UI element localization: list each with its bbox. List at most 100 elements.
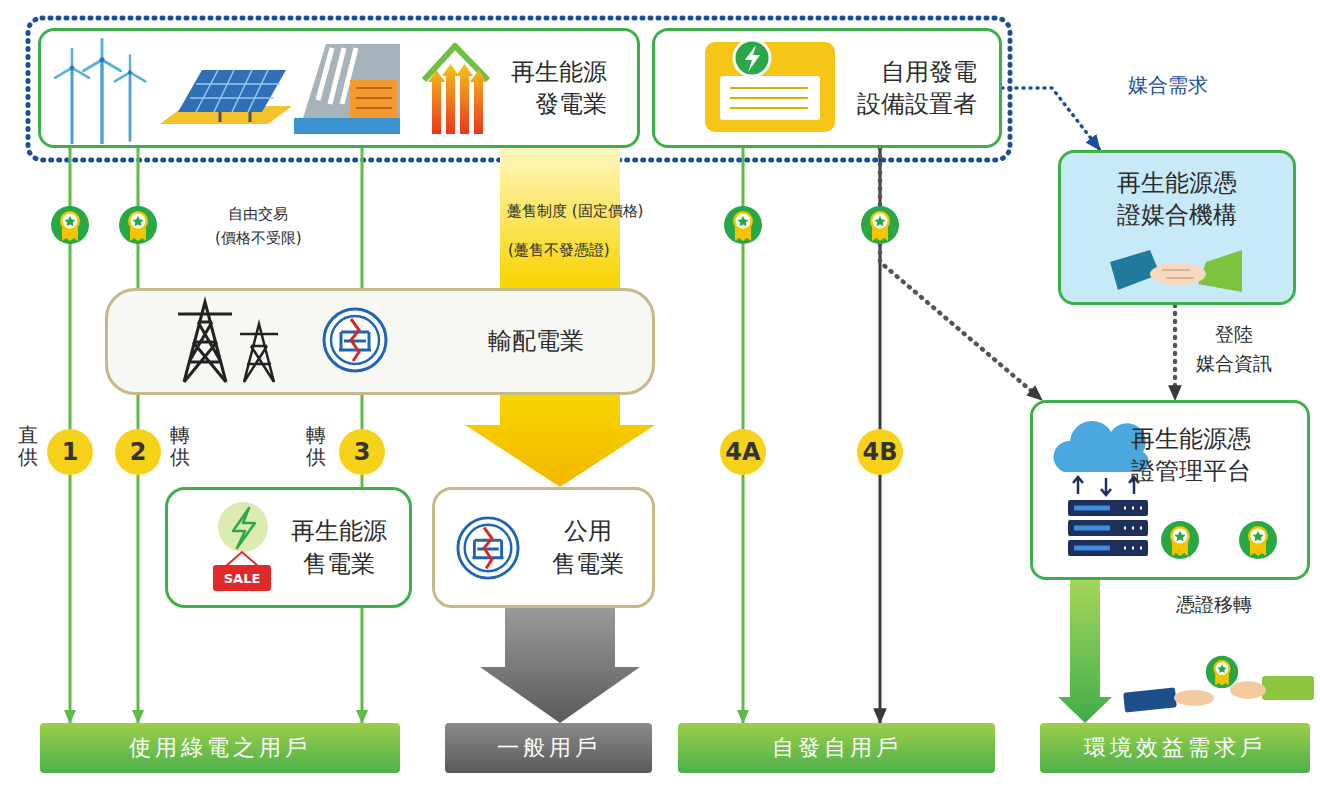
hydro-dam-icon <box>294 118 400 134</box>
hydro-dam-icon <box>350 80 398 120</box>
flow-arrow <box>480 608 640 723</box>
certificate-medal <box>1239 521 1277 559</box>
node-text: 使用綠電之用戶 <box>129 733 311 763</box>
handshake-icon <box>1198 250 1242 292</box>
node-text: 再生能源 售電業 <box>291 515 387 580</box>
node-text: 自發自用戶 <box>772 733 902 763</box>
solar-panel-icon <box>220 112 250 122</box>
user-band: 自發自用戶 <box>678 723 995 773</box>
node-text: 環境效益需求戶 <box>1084 733 1266 763</box>
generator-icon <box>734 40 770 76</box>
utility-logo <box>324 309 518 578</box>
certificate-transfer-icon <box>1230 681 1266 699</box>
note-label: 轉供 <box>306 424 326 468</box>
hydro-dam-icon <box>300 44 400 128</box>
cloud-server-icon <box>1054 421 1149 556</box>
transmission-tower-icon <box>240 324 278 382</box>
retailer-box: 再生能源 售電業 <box>165 487 412 608</box>
retail-icon <box>218 502 268 552</box>
group-outline <box>28 18 1010 160</box>
wind-turbine-icon <box>83 39 120 144</box>
platform-box: 再生能源憑 證管理平台 <box>1030 400 1310 580</box>
solar-panel-icon <box>178 70 286 112</box>
wind-turbine-icon <box>55 39 145 144</box>
hydro-dam-icon <box>356 88 392 108</box>
user-band: 環境效益需求戶 <box>1040 723 1310 773</box>
retailer-box: 公用 售電業 <box>432 487 655 608</box>
solar-panel-icon <box>160 70 292 124</box>
hydro-dam-icon <box>318 48 356 104</box>
note-label: (躉售不發憑證) <box>508 238 610 262</box>
node-text: 公用 售電業 <box>552 515 624 580</box>
utility-logo <box>458 518 518 578</box>
edge-label: 媒合需求 <box>1128 70 1208 100</box>
note-label: 轉供 <box>170 424 190 468</box>
note-label: 直供 <box>18 424 38 468</box>
callout-number: 1 <box>47 429 93 475</box>
geothermal-icon <box>424 46 488 80</box>
geothermal-icon <box>424 46 488 134</box>
handshake-icon <box>1150 263 1206 285</box>
flow-arrow <box>1058 580 1112 723</box>
transmission-tower-icon <box>178 302 232 382</box>
cloud-server-icon <box>1073 477 1139 495</box>
edge-label: 躉售制度 (固定價格) <box>507 200 643 223</box>
certificate-transfer-icon <box>1174 690 1214 706</box>
handshake-icon <box>1110 250 1160 290</box>
node-text: 再生能源憑 證管理平台 <box>1131 423 1251 488</box>
node-text: 再生能源 發電業 <box>511 56 607 121</box>
cloud-server-icon <box>1124 508 1142 548</box>
connector <box>1173 305 1178 400</box>
node-text: 一般用戶 <box>497 733 601 763</box>
cloud-server-icon <box>1068 500 1148 516</box>
supplier-box: 再生能源 發電業 <box>38 28 640 148</box>
certificate-medal <box>119 206 157 244</box>
callout-number: 4A <box>720 429 766 475</box>
generator-icon <box>720 76 820 120</box>
callout-number: 2 <box>115 429 161 475</box>
edge-label: 登陸 媒合資訊 <box>1196 320 1272 377</box>
certificate-medal <box>724 206 762 244</box>
connector <box>361 608 364 723</box>
handshake-icon <box>1162 270 1194 278</box>
node-text: 輸配電業 <box>488 325 584 357</box>
grid-box: 輸配電業 <box>105 288 655 395</box>
generator-icon <box>705 40 835 132</box>
certificate-medal <box>51 206 1277 559</box>
node-text: 自用發電 設備設置者 <box>857 56 977 121</box>
retail-icon <box>226 552 258 566</box>
retail-icon <box>233 508 255 548</box>
certificate-medal <box>51 206 89 244</box>
certificate-medal <box>1161 521 1199 559</box>
connector <box>361 148 364 288</box>
flow-arrow <box>465 395 655 487</box>
geothermal-icon <box>428 64 487 134</box>
certificate-transfer-icon <box>1123 687 1177 712</box>
callout-number: 3 <box>339 429 385 475</box>
transmission-tower-icon <box>178 302 278 382</box>
sale-tag: SALE <box>213 565 271 591</box>
certificate-transfer-icon <box>1123 656 1314 713</box>
wind-turbine-icon <box>115 55 145 142</box>
agency-box: 再生能源憑 證媒合機構 <box>1058 150 1296 305</box>
hydro-dam-icon <box>294 44 400 134</box>
connector <box>137 148 140 288</box>
generator-icon <box>745 45 760 72</box>
generator-icon <box>705 42 835 132</box>
connector-group <box>70 88 1175 723</box>
user-band: 使用綠電之用戶 <box>40 723 400 773</box>
note-label: 自由交易 (價格不受限) <box>215 202 302 250</box>
cloud-server-icon <box>1068 520 1148 536</box>
node-text: 再生能源憑 證媒合機構 <box>1117 167 1237 232</box>
cloud-server-icon <box>1068 540 1148 556</box>
connector <box>880 148 1042 400</box>
handshake-icon <box>1110 250 1242 292</box>
callout-number: 4B <box>857 429 903 475</box>
cloud-server-icon <box>1054 421 1149 472</box>
solar-panel-icon <box>160 106 292 124</box>
retail-icon <box>218 502 268 566</box>
supplier-box: 自用發電 設備設置者 <box>652 28 1002 148</box>
user-band: 一般用戶 <box>445 723 652 773</box>
